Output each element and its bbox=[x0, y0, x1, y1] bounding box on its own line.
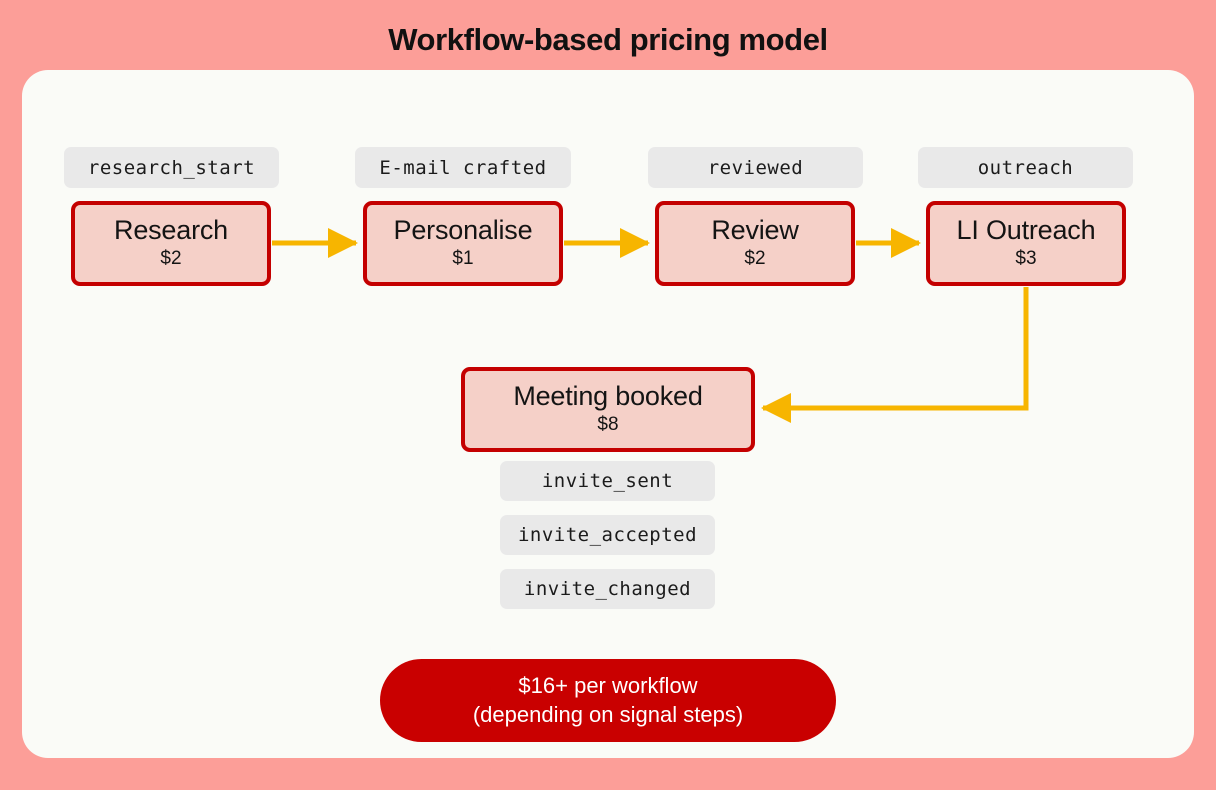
total-price-line-2: (depending on signal steps) bbox=[472, 701, 744, 727]
node-price: $3 bbox=[1015, 247, 1037, 269]
node-title: Personalise bbox=[393, 215, 533, 246]
signal-pill-label: outreach bbox=[977, 156, 1074, 179]
signal-pill-label: invite_sent bbox=[541, 470, 674, 492]
signal-pill-label: E-mail crafted bbox=[379, 156, 547, 179]
node-meeting-booked[interactable]: Meeting booked $8 bbox=[461, 367, 755, 452]
signal-pill-invite-sent: invite_sent bbox=[500, 461, 715, 501]
node-research[interactable]: Research $2 bbox=[71, 201, 271, 286]
node-title: LI Outreach bbox=[956, 215, 1096, 246]
signal-pill-email-crafted: E-mail crafted bbox=[355, 147, 571, 188]
signal-pill-outreach: outreach bbox=[918, 147, 1133, 188]
signal-pill-reviewed: reviewed bbox=[648, 147, 863, 188]
total-price-line-1: $16+ per workflow bbox=[518, 673, 698, 699]
total-price-badge: $16+ per workflow (depending on signal s… bbox=[380, 659, 836, 742]
signal-pill-label: reviewed bbox=[707, 156, 804, 179]
signal-pill-label: invite_accepted bbox=[517, 524, 698, 546]
node-price: $1 bbox=[452, 247, 474, 269]
signal-pill-label: research_start bbox=[87, 156, 256, 179]
node-li-outreach[interactable]: LI Outreach $3 bbox=[926, 201, 1126, 286]
node-title: Review bbox=[711, 215, 799, 246]
signal-pill-invite-changed: invite_changed bbox=[500, 569, 715, 609]
node-personalise[interactable]: Personalise $1 bbox=[363, 201, 563, 286]
signal-pill-label: invite_changed bbox=[523, 578, 692, 600]
node-title: Meeting booked bbox=[513, 381, 703, 412]
page-title: Workflow-based pricing model bbox=[388, 22, 828, 57]
node-price: $8 bbox=[597, 413, 619, 435]
signal-pill-invite-accepted: invite_accepted bbox=[500, 515, 715, 555]
node-title: Research bbox=[114, 215, 228, 246]
node-price: $2 bbox=[160, 247, 182, 269]
node-price: $2 bbox=[744, 247, 766, 269]
node-review[interactable]: Review $2 bbox=[655, 201, 855, 286]
signal-pill-research-start: research_start bbox=[64, 147, 279, 188]
